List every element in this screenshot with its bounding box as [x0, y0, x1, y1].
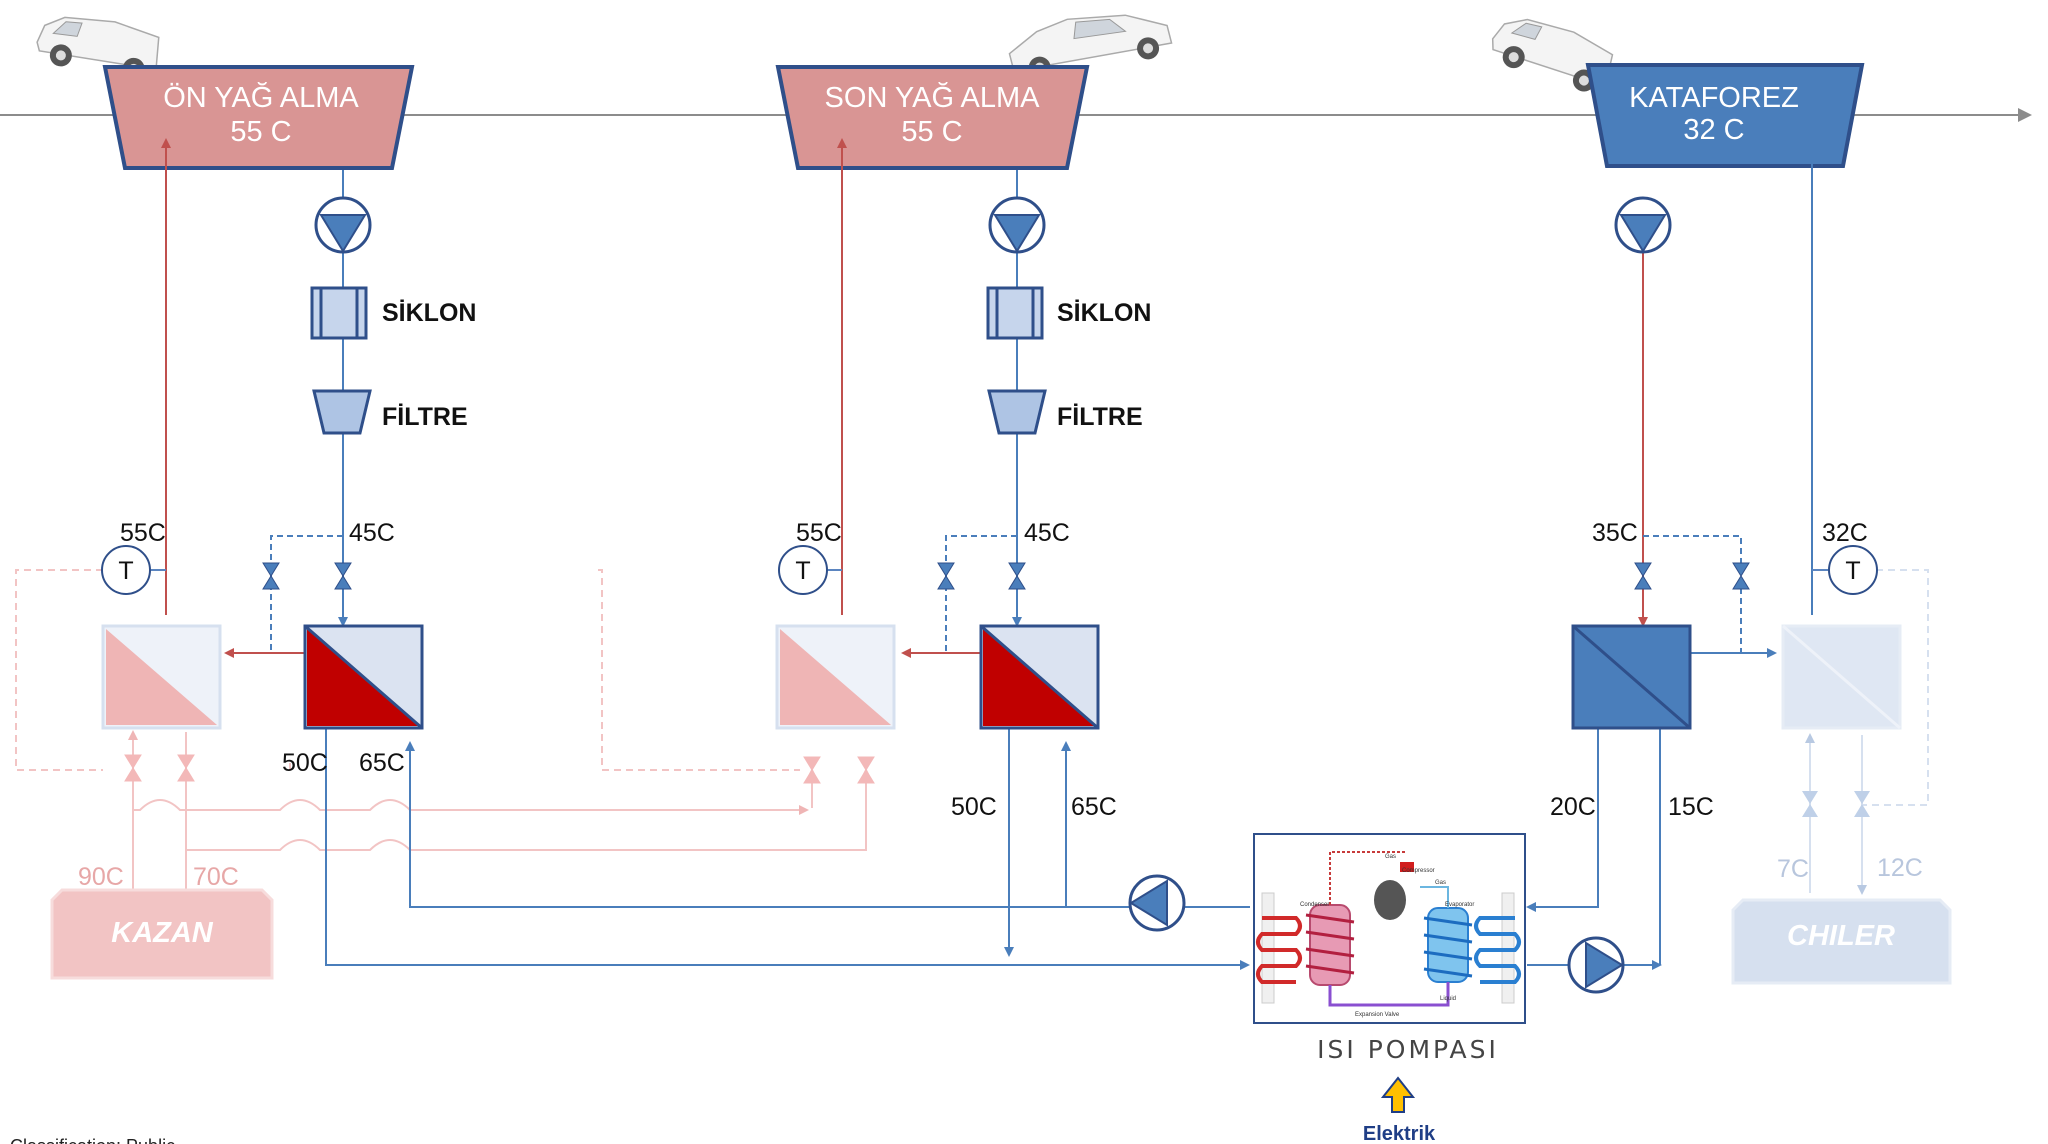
heat-exchanger [1571, 624, 1692, 730]
tank-son-yag-alma: SON YAĞ ALMA 55 C [775, 65, 1090, 170]
boiler-label: KAZAN [111, 917, 214, 949]
hp-expansion-valve: Expansion Valve [1355, 1012, 1400, 1018]
cyclone-icon [986, 286, 1044, 340]
hp-gas-2: Gas [1435, 880, 1446, 886]
tank-on-yag-alma: ÖN YAĞ ALMA 55 C [102, 65, 415, 170]
label-filter: FİLTRE [1057, 403, 1143, 431]
hp-compressor: Compressor [1402, 868, 1435, 874]
tank-temp: 32 C [1683, 114, 1744, 146]
label-temp: 20C [1550, 793, 1596, 821]
classification-footer: Classification: Public [10, 1136, 175, 1144]
valve-icon [262, 562, 1750, 590]
label-kazan-hot: 90C [78, 863, 124, 891]
heat-exchanger-faint [1781, 624, 1902, 730]
pump-icon [314, 196, 372, 254]
boiler-kazan: KAZAN [50, 888, 274, 980]
pump-icon [1567, 936, 1625, 994]
pump-icon [1614, 196, 1672, 254]
hp-gas: Gas [1385, 854, 1396, 860]
heat-exchanger [303, 624, 424, 730]
label-temp: 65C [359, 749, 405, 777]
heat-exchanger-faint [101, 624, 222, 730]
label-temp: 45C [349, 519, 395, 547]
label-chiler-warm: 12C [1877, 854, 1923, 882]
thermostat-label: T [118, 557, 133, 585]
label-chiler-cold: 7C [1777, 855, 1809, 883]
thermostat-icon: T [101, 545, 166, 595]
hp-evaporator: Evaporator [1445, 902, 1474, 908]
thermostat-icon: T [1812, 545, 1878, 595]
chiller-loop [1805, 569, 1929, 895]
tank-temp: 55 C [901, 116, 962, 148]
heat-pump: Compressor Condenser Evaporator Expansio… [1253, 833, 1526, 1024]
label-temp: 50C [282, 749, 328, 777]
label-kazan-cold: 70C [193, 863, 239, 891]
thermostat-label: T [795, 557, 810, 585]
valve-icon [124, 754, 875, 784]
station-1-piping [161, 138, 1250, 970]
car-icon [1491, 18, 1614, 92]
filter-icon [987, 389, 1047, 435]
hp-liquid: Liquid [1440, 996, 1456, 1002]
label-temp: 65C [1071, 793, 1117, 821]
station-3-piping [1526, 138, 1817, 970]
tank-name: SON YAĞ ALMA [825, 81, 1041, 114]
hp-condenser: Condenser [1300, 902, 1329, 908]
valve-icon [1802, 791, 1870, 817]
thermostat-icon: T [778, 545, 842, 595]
tank-kataforez: KATAFOREZ 32 C [1585, 63, 1865, 168]
heat-pump-label: ISI POMPASI [1317, 1035, 1499, 1064]
filter-icon [312, 389, 372, 435]
cyclone-icon [310, 286, 368, 340]
boiler-loop [15, 569, 871, 900]
label-cyclone: SİKLON [1057, 299, 1151, 327]
tank-temp: 55 C [230, 116, 291, 148]
electric-label: Elektrik [1363, 1123, 1436, 1144]
heat-exchanger-faint [775, 624, 896, 730]
pump-icon [988, 196, 1046, 254]
tank-name: KATAFOREZ [1629, 82, 1799, 114]
chiller-label: CHILER [1787, 920, 1895, 952]
label-cyclone: SİKLON [382, 299, 476, 327]
tank-name: ÖN YAĞ ALMA [163, 81, 359, 114]
label-temp: 50C [951, 793, 997, 821]
thermostat-label: T [1845, 557, 1860, 585]
label-temp: 35C [1592, 519, 1638, 547]
label-temp: 45C [1024, 519, 1070, 547]
label-temp: 15C [1668, 793, 1714, 821]
heat-exchanger [979, 624, 1100, 730]
label-temp: 55C [120, 519, 166, 547]
electric-arrow-icon [1380, 1076, 1416, 1113]
pump-icon [1128, 874, 1186, 932]
label-temp: 32C [1822, 519, 1868, 547]
label-filter: FİLTRE [382, 403, 468, 431]
station-2-piping [837, 138, 1071, 957]
label-temp: 55C [796, 519, 842, 547]
chiller-box: CHILER [1731, 898, 1952, 985]
